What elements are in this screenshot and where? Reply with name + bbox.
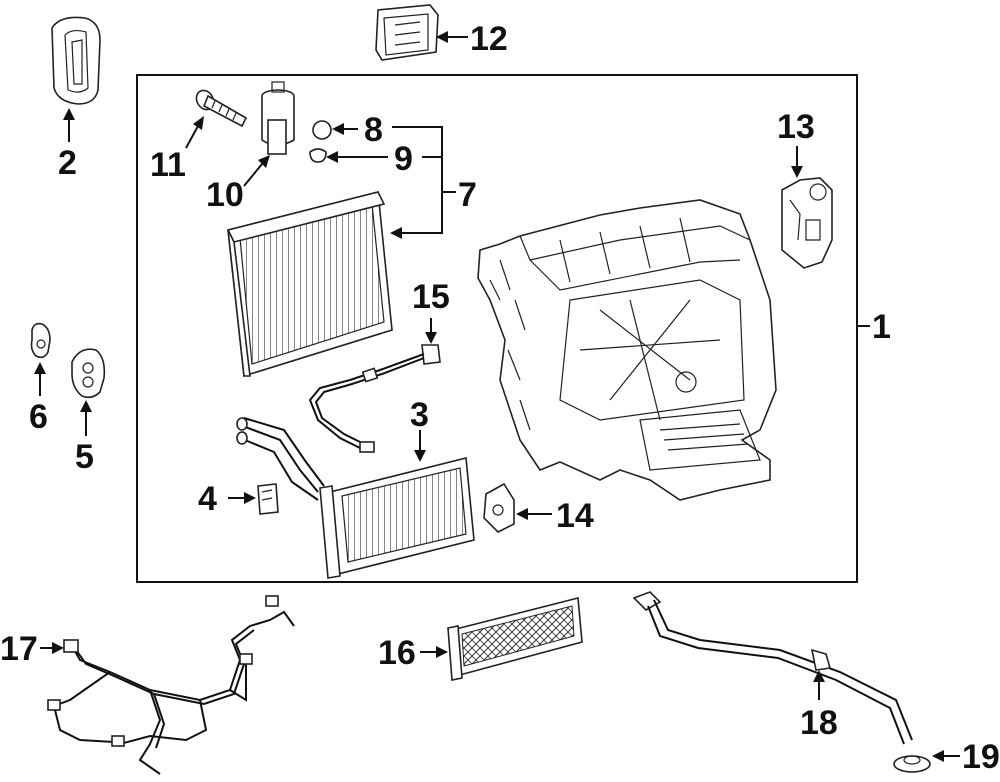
part-13-actuator[interactable] <box>781 177 833 269</box>
part-4-clip[interactable] <box>257 483 279 515</box>
leader-16 <box>420 646 448 658</box>
leader-4 <box>228 492 256 504</box>
callout-1: 1 <box>872 308 891 346</box>
leader-12 <box>436 31 468 43</box>
callout-13: 13 <box>777 108 815 146</box>
callout-6: 6 <box>29 398 48 436</box>
leader-19 <box>932 750 960 762</box>
leader-8 <box>332 123 358 135</box>
part-14-damper-servo[interactable] <box>483 482 515 533</box>
leader-17 <box>40 642 64 654</box>
leader-3 <box>414 430 426 462</box>
callout-3: 3 <box>410 396 429 434</box>
callout-12: 12 <box>470 20 508 58</box>
leader-10 <box>243 155 270 187</box>
part-17-wiring-harness[interactable] <box>47 595 295 775</box>
callout-17: 17 <box>0 630 38 668</box>
leader-5 <box>80 400 92 436</box>
callout-11: 11 <box>150 146 186 184</box>
part-6-grommet[interactable] <box>30 322 51 359</box>
callout-15: 15 <box>412 278 450 316</box>
callout-4: 4 <box>198 480 217 518</box>
callout-18: 18 <box>800 704 838 742</box>
leader-9 <box>326 151 388 163</box>
part-18-drain-hose[interactable] <box>632 591 913 745</box>
leader-11 <box>185 116 204 149</box>
leader-7 <box>390 126 456 239</box>
part-19-grommet[interactable] <box>893 755 931 773</box>
callout-14: 14 <box>556 497 594 535</box>
part-7-evaporator[interactable] <box>226 190 393 378</box>
part-11-bolt[interactable] <box>193 87 248 128</box>
part-9-o-ring[interactable] <box>309 148 327 163</box>
leader-2 <box>63 108 75 142</box>
callout-2: 2 <box>58 144 77 182</box>
callout-5: 5 <box>75 438 94 476</box>
part-8-o-ring[interactable] <box>312 120 332 140</box>
callout-10: 10 <box>206 176 244 214</box>
part-2-duct-outlet[interactable] <box>51 16 101 105</box>
part-10-expansion-valve[interactable] <box>261 81 295 155</box>
assembly-frame <box>136 74 858 583</box>
leader-18 <box>813 670 825 700</box>
leader-15 <box>425 318 437 344</box>
leader-6 <box>34 362 46 396</box>
part-15-sensor-harness[interactable] <box>308 344 441 453</box>
leader-14 <box>516 508 552 520</box>
callout-8: 8 <box>364 111 383 149</box>
part-5-grommet[interactable] <box>71 348 106 399</box>
callout-9: 9 <box>394 140 413 178</box>
part-3-heater-core[interactable] <box>236 417 475 579</box>
part-16-cabin-filter[interactable] <box>447 596 583 681</box>
callout-16: 16 <box>378 634 416 672</box>
leader-13 <box>791 146 803 178</box>
callout-7: 7 <box>458 176 477 214</box>
part-12-control-module[interactable] <box>375 4 439 61</box>
part-1-hvac-housing[interactable] <box>477 199 777 501</box>
callout-19: 19 <box>962 738 1000 776</box>
